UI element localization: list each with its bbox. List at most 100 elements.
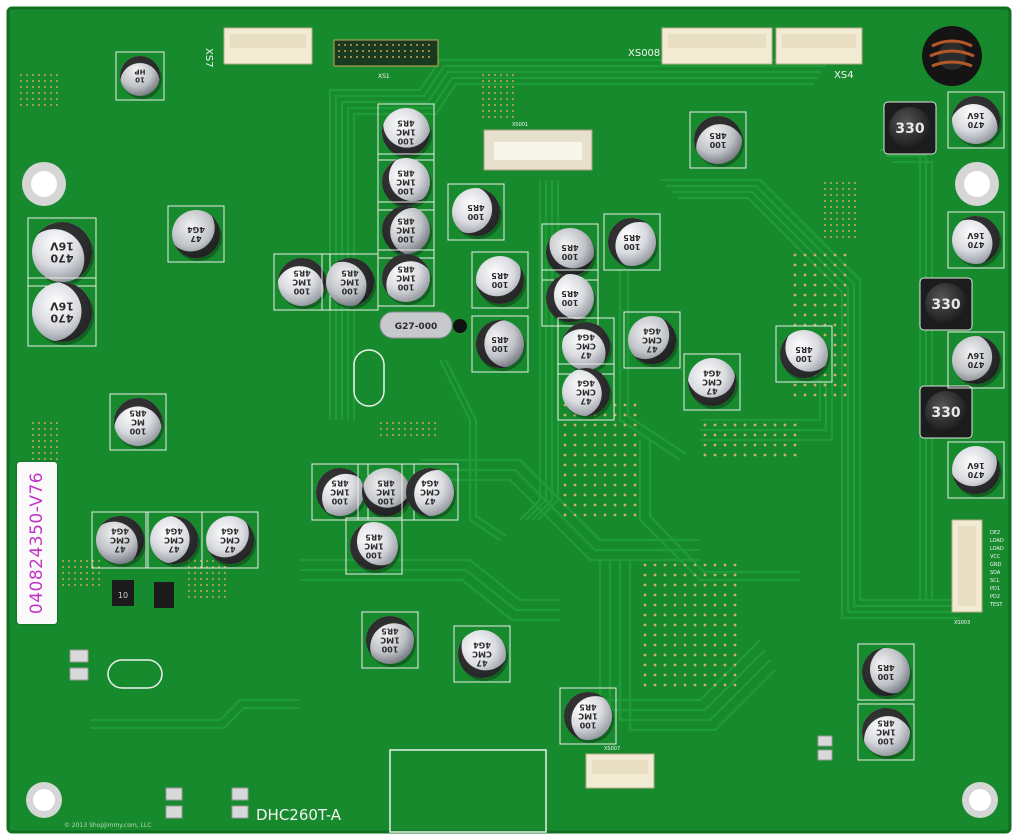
- capacitor-label: 100: [293, 286, 310, 295]
- capacitor-label: 4G4: [473, 640, 491, 649]
- capacitor-label: CMC: [220, 535, 240, 544]
- capacitor-label: 4R5: [579, 702, 597, 711]
- capacitor-label: CMC: [110, 535, 130, 544]
- capacitor-label: 100: [381, 644, 398, 653]
- capacitor-label: 16V: [967, 231, 985, 240]
- capacitor-label: 100: [467, 212, 484, 221]
- inductor: 330: [919, 385, 973, 439]
- connector-xs1: XS1: [333, 39, 439, 80]
- capacitor-label: 4R5: [129, 408, 147, 417]
- capacitor-label: 100: [877, 736, 894, 745]
- side-pin-label: VCC: [990, 554, 1001, 560]
- capacitor-label: 4R5: [795, 345, 813, 354]
- capacitor-label: 4R5: [331, 478, 349, 487]
- capacitor-label: 4R5: [491, 271, 509, 280]
- connector-xs7: XS7: [203, 27, 313, 68]
- capacitor-label: 47: [190, 234, 201, 243]
- capacitor-label: CMC: [420, 487, 440, 496]
- capacitor-label: 16V: [50, 299, 74, 312]
- capacitor-label: 1MC: [380, 635, 400, 644]
- mounting-hole: [962, 782, 998, 818]
- capacitor-label: 100: [397, 136, 414, 145]
- connector-xs001: XS001: [483, 122, 593, 171]
- xs1-label: XS1: [378, 73, 390, 80]
- side-pin-label: PD2: [990, 594, 1000, 600]
- capacitor-label: 470: [50, 251, 73, 264]
- capacitor-label: 4R5: [397, 118, 415, 127]
- xs003-label: XS003: [954, 620, 970, 626]
- capacitor-label: CMC: [472, 649, 492, 658]
- capacitor-label: 100: [561, 298, 578, 307]
- capacitor-label: 100: [397, 282, 414, 291]
- capacitor-label: 16V: [50, 239, 74, 252]
- capacitor-label: 100: [579, 720, 596, 729]
- capacitor-label: 1MC: [292, 277, 312, 286]
- capacitor-label: 1MC: [396, 273, 416, 282]
- capacitor-label: 4G4: [577, 332, 595, 341]
- side-pin-label: SCL: [990, 578, 1000, 584]
- capacitor-label: 47: [706, 386, 717, 395]
- mounting-holes: [22, 162, 999, 818]
- capacitor-label: 4R5: [341, 268, 359, 277]
- capacitor-label: 100: [795, 354, 812, 363]
- xs001-label: XS001: [512, 122, 528, 128]
- xs007-label: XS007: [604, 746, 620, 752]
- capacitor-label: 4R5: [491, 335, 509, 344]
- capacitor-label: 4R5: [561, 243, 579, 252]
- capacitor-label: 470: [967, 240, 984, 249]
- side-pin-label: GND: [990, 562, 1002, 568]
- side-pin-label: LOAD: [990, 538, 1004, 544]
- connectors: XS7 XS1 XS008 XS4 XS001 XS003: [203, 27, 983, 833]
- capacitor-label: 1MC: [340, 277, 360, 286]
- connector-xs008: XS008: [628, 27, 773, 65]
- capacitor-label: 100: [331, 496, 348, 505]
- capacitor-label: 4G4: [577, 378, 595, 387]
- capacitor-label: 4R5: [397, 264, 415, 273]
- sticker-code: 040824350-V76: [27, 471, 47, 615]
- capacitor-label: 4R5: [365, 532, 383, 541]
- capacitor-label: 100: [491, 280, 508, 289]
- mounting-hole: [955, 162, 999, 206]
- connector-xs007: XS007: [585, 746, 655, 789]
- capacitor-label: 470: [967, 120, 984, 129]
- bottom-connector-outline: [389, 749, 547, 833]
- crystal: G27-000: [379, 311, 467, 339]
- mounting-hole: [22, 162, 66, 206]
- capacitor-label: 4G4: [111, 526, 129, 535]
- side-pin-label: SDA: [990, 570, 1001, 576]
- copyright-text: © 2013 ShopJimmy.com, LLC: [64, 822, 152, 829]
- capacitor-label: 47: [168, 544, 179, 553]
- capacitor-label: 100: [397, 234, 414, 243]
- capacitor-label: 47: [580, 396, 591, 405]
- capacitor-label: 4G4: [703, 368, 721, 377]
- inductor-label: 330: [931, 297, 960, 313]
- capacitor-label: 16V: [967, 351, 985, 360]
- capacitors: 10HP47016V47016V474G41001MC4R51001MC4R51…: [27, 51, 1005, 761]
- capacitor-label: 1MC: [396, 225, 416, 234]
- capacitor-label: 4R5: [397, 216, 415, 225]
- capacitor-label: 4R5: [877, 718, 895, 727]
- mounting-hole: [26, 782, 62, 818]
- xs7-label: XS7: [203, 48, 214, 68]
